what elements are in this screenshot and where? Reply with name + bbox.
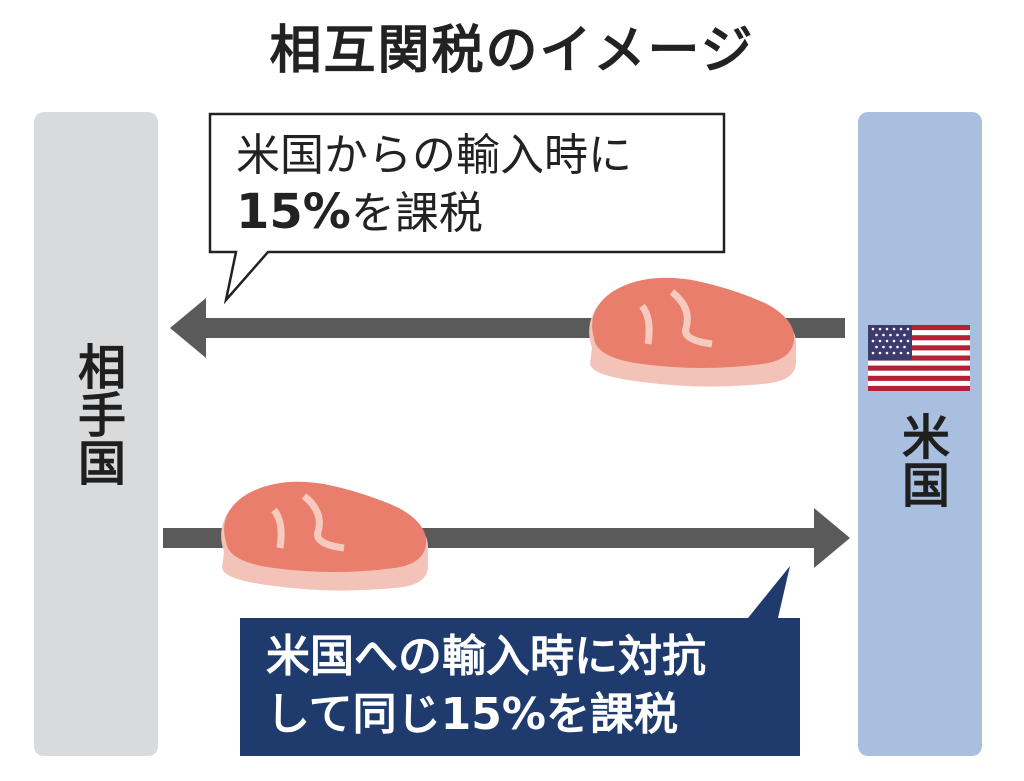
top-callout-line2-suffix: を課税 [350, 188, 483, 239]
bottom-callout-line1: 米国への輸入時に対抗 [266, 631, 706, 682]
top-callout-bubble [208, 112, 726, 305]
meat-steak-icon [221, 481, 429, 591]
meat-steak-icon [589, 277, 797, 387]
top-callout-text: 米国からの輸入時に 15%を課税 [208, 114, 724, 252]
partner-country-label: 相手国 [69, 342, 125, 486]
us-label: 米国 [893, 412, 949, 508]
top-callout-line1: 米国からの輸入時に [236, 130, 632, 181]
bottom-callout-bubble [240, 566, 800, 756]
us-flag-icon [868, 325, 970, 391]
us-column: 米国 [858, 112, 982, 756]
diagram-title: 相互関税のイメージ [269, 21, 755, 81]
bottom-callout-line2: して同じ15%を課税 [266, 689, 678, 740]
bottom-callout-text: 米国への輸入時に対抗 して同じ15%を課税 [240, 618, 800, 756]
top-callout-line2: 15%を課税 [236, 184, 724, 242]
tariff-rate: 15% [236, 184, 351, 240]
partner-country-column: 相手国 [34, 112, 158, 756]
